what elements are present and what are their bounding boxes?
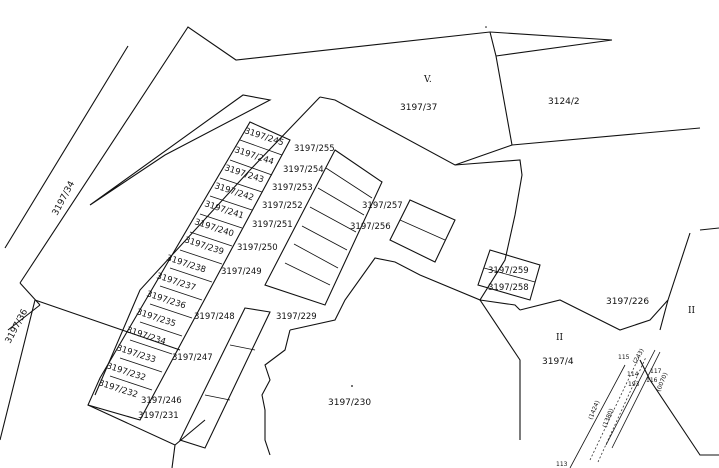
- lot-pair-256-257: [389, 199, 456, 263]
- lot-strip-246-248: [179, 307, 271, 449]
- zone-mark-ii-left: II: [556, 333, 564, 343]
- label-3197-251: 3197/251: [252, 220, 293, 230]
- survey-point-1380: (1380): [601, 408, 615, 429]
- label-3197-232b: 3197/232: [97, 378, 139, 400]
- survey-point-1424: (1424): [587, 400, 601, 421]
- survey-point-115: 115: [618, 354, 630, 361]
- label-3197-241: 3197/241: [203, 199, 245, 221]
- label-3197-246: 3197/246: [141, 396, 182, 406]
- label-3197-230: 3197/230: [328, 398, 371, 408]
- label-3197-240: 3197/240: [193, 217, 235, 239]
- label-3197-250: 3197/250: [237, 243, 278, 253]
- label-3197-249: 3197/249: [221, 267, 262, 277]
- label-3197-231: 3197/231: [138, 411, 179, 421]
- survey-point-114: 114: [627, 371, 639, 378]
- label-3197-226: 3197/226: [606, 297, 649, 307]
- label-3197-257: 3197/257: [362, 201, 403, 211]
- point-markers: [351, 26, 487, 387]
- label-3197-244: 3197/244: [233, 145, 275, 167]
- label-3124-2: 3124/2: [548, 97, 580, 107]
- survey-point-116: 116: [646, 377, 658, 384]
- survey-point-193: 193: [628, 381, 640, 388]
- label-3197-36: 3197/36: [4, 307, 31, 345]
- parcel-labels: 3197/37 3124/2 3197/34 3197/36 3197/245 …: [4, 97, 650, 421]
- label-3197-254: 3197/254: [283, 165, 324, 175]
- label-3197-255: 3197/255: [294, 144, 335, 154]
- label-3197-243: 3197/243: [223, 163, 265, 185]
- label-3197-34: 3197/34: [51, 179, 78, 217]
- label-3197-253: 3197/253: [272, 183, 313, 193]
- parcel-boundaries: [0, 26, 719, 468]
- label-3197-242: 3197/242: [213, 181, 255, 203]
- zone-mark-ii-right: II: [688, 306, 696, 316]
- label-3197-259: 3197/259: [488, 266, 529, 276]
- lot-row-right: [264, 149, 383, 306]
- label-3197-4: 3197/4: [542, 357, 574, 367]
- lot-pair-258-259: [477, 249, 541, 301]
- label-3197-247: 3197/247: [172, 353, 213, 363]
- label-3197-37: 3197/37: [400, 103, 437, 113]
- label-3197-256: 3197/256: [350, 222, 391, 232]
- label-3197-229: 3197/229: [276, 312, 317, 322]
- label-3197-245: 3197/245: [243, 126, 285, 148]
- zone-marks: V. II II: [423, 75, 696, 343]
- label-3197-248: 3197/248: [194, 312, 235, 322]
- label-3197-252: 3197/252: [262, 201, 303, 211]
- zone-mark-v: V.: [423, 75, 432, 85]
- label-3197-239: 3197/239: [183, 235, 225, 257]
- lot-row-left: [87, 121, 291, 421]
- survey-point-113: 113: [556, 461, 568, 468]
- survey-point-117: 117: [650, 368, 662, 375]
- label-3197-258: 3197/258: [488, 283, 529, 293]
